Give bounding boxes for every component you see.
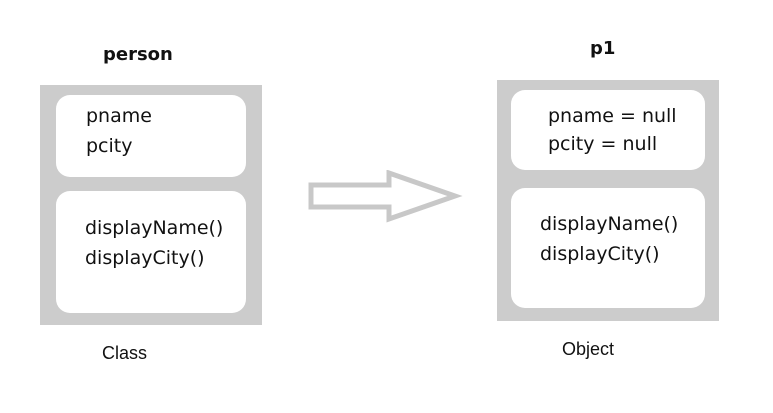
- object-method-displaycity: displayCity(): [540, 243, 660, 265]
- right-arrow-icon: [308, 170, 463, 223]
- object-caption: Object: [562, 339, 615, 359]
- class-title: person: [103, 44, 173, 65]
- object-title: p1: [590, 38, 616, 59]
- class-methods-panel: displayName() displayCity(): [56, 191, 246, 313]
- object-fields-panel: pname = null pcity = null: [511, 90, 705, 170]
- class-fields-panel: pname pcity: [56, 95, 246, 177]
- object-method-displayname: displayName(): [540, 213, 679, 235]
- object-field-pname: pname = null: [548, 105, 677, 127]
- class-method-displayname: displayName(): [85, 217, 224, 239]
- object-methods-panel: displayName() displayCity(): [511, 188, 705, 308]
- class-caption: Class: [102, 343, 148, 363]
- class-field-pname: pname: [86, 105, 152, 127]
- object-box: pname = null pcity = null displayName() …: [497, 80, 719, 321]
- object-field-pcity: pcity = null: [548, 133, 658, 155]
- class-field-pcity: pcity: [86, 135, 133, 157]
- class-box: pname pcity displayName() displayCity(): [40, 85, 262, 325]
- class-method-displaycity: displayCity(): [85, 247, 205, 269]
